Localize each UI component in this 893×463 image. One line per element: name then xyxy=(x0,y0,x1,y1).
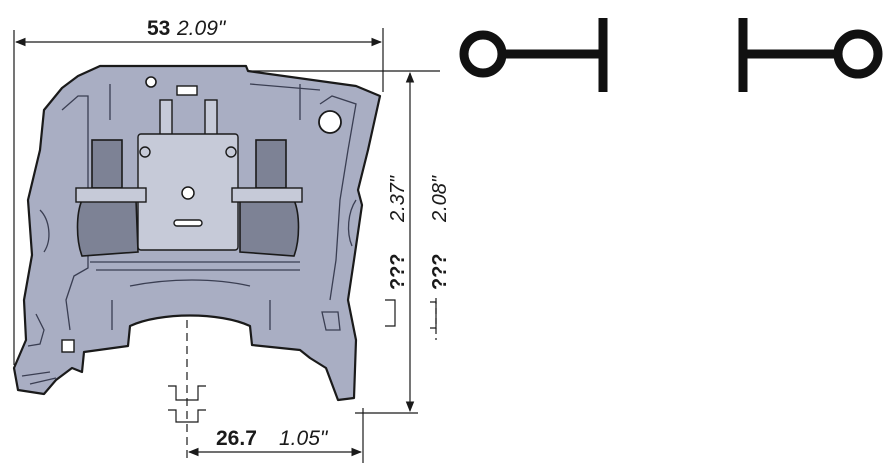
terminal-symbol-left xyxy=(459,18,608,92)
offset-dimension: 26.7 1.05" xyxy=(187,408,364,463)
height-dimensions xyxy=(244,70,440,414)
width-mm-label: 53 xyxy=(147,17,170,40)
offset-in-label: 1.05" xyxy=(279,427,329,450)
height-total-mm-label: ??? xyxy=(387,253,409,290)
rail-centerline xyxy=(168,320,206,462)
width-dimension: 53 2.09" xyxy=(13,17,384,365)
height-total-in-label: 2.37" xyxy=(387,175,409,223)
offset-mm-label: 26.7 xyxy=(216,427,257,450)
terminal-symbol-right xyxy=(738,18,883,92)
width-in-label: 2.09" xyxy=(176,17,227,40)
height-rail-mm-label: ??? xyxy=(429,253,451,290)
terminal-block-body xyxy=(12,64,382,402)
height-rail-in-label: 2.08" xyxy=(429,175,451,223)
